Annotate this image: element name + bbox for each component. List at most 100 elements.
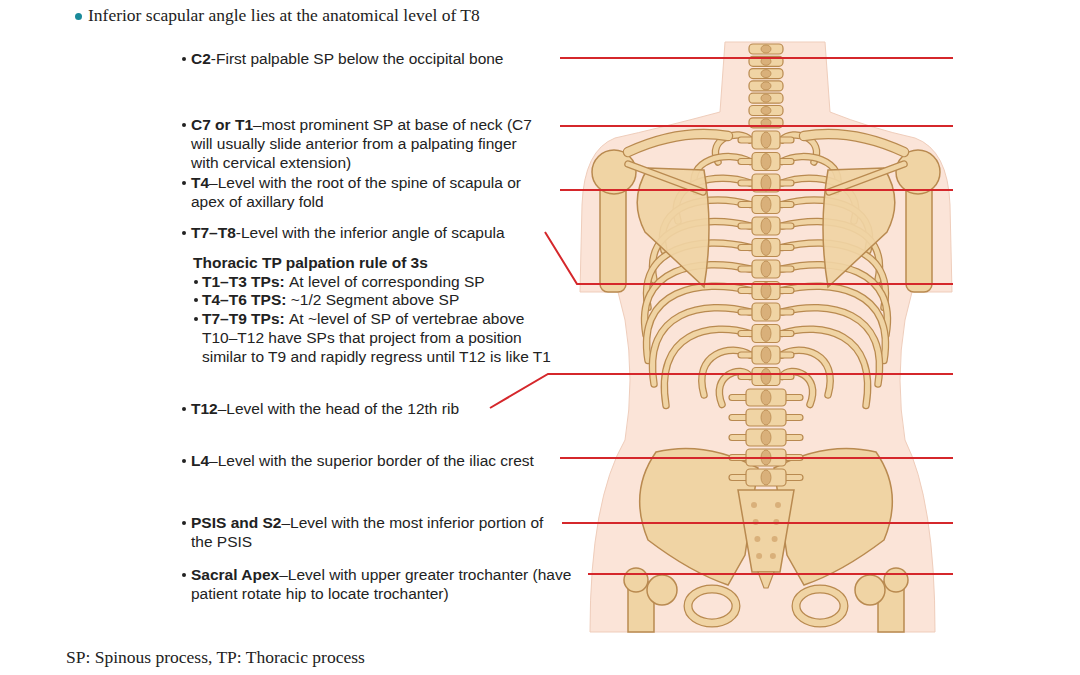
vertebra <box>752 368 780 386</box>
greater-trochanter <box>884 568 908 592</box>
term-label: T12 <box>191 400 218 417</box>
obturator-ring <box>796 589 844 623</box>
clavicle <box>804 134 904 152</box>
bullet-dot <box>182 231 187 236</box>
spinous-process <box>761 82 771 90</box>
body-silhouette <box>580 42 952 632</box>
leader-line <box>588 573 953 575</box>
spinous-process <box>761 132 771 148</box>
ilium <box>774 448 892 585</box>
vertebra <box>749 93 783 103</box>
spinous-process <box>761 175 771 191</box>
sacral-foramen <box>754 536 760 542</box>
description-text: At level of corresponding SP <box>289 273 485 290</box>
leader-line <box>560 125 953 127</box>
term-label: PSIS and S2 <box>191 514 281 531</box>
femur-head <box>647 575 677 605</box>
leader-line <box>560 189 953 191</box>
sacral-foramen <box>756 553 762 559</box>
caption-line: SP: Spinous process, TP: Thoracic proces… <box>66 646 966 668</box>
label-block: Thoracic TP palpation rule of 3s <box>193 253 553 272</box>
scapula <box>637 168 709 287</box>
vertebra <box>752 325 780 343</box>
spinous-process <box>761 107 771 115</box>
spinous-process <box>761 304 771 320</box>
leader-line <box>545 232 953 284</box>
label-block: T4–Level with the root of the spine of s… <box>191 173 536 211</box>
clavicle <box>804 134 904 152</box>
scapular-spine <box>628 164 703 192</box>
sacral-foramen <box>775 502 781 508</box>
spinous-process <box>761 94 771 102</box>
label-block: T7–T8-Level with the inferior angle of s… <box>191 223 551 242</box>
spinous-process <box>761 326 771 342</box>
heading-text: Inferior scapular angle lies at the anat… <box>88 5 480 25</box>
term-label: T7–T8 <box>191 224 236 241</box>
leader-lines <box>490 58 953 574</box>
femur-head <box>855 575 885 605</box>
vertebra <box>752 346 780 364</box>
description-text: –Level with the head of the 12th rib <box>218 400 459 417</box>
left-half <box>592 134 758 632</box>
spinous-process <box>761 197 771 213</box>
vertebra <box>746 429 786 446</box>
scapular-spine <box>829 164 904 192</box>
spinous-process <box>761 410 771 425</box>
leader-line <box>560 457 953 459</box>
vertebra <box>752 303 780 321</box>
vertebra <box>746 389 786 406</box>
spinous-process <box>761 218 771 234</box>
right-half <box>774 134 940 632</box>
leader-line <box>562 522 953 524</box>
label-block: C2-First palpable SP below the occipital… <box>191 49 551 68</box>
vertebra <box>752 239 780 257</box>
bullet-dot <box>182 123 187 128</box>
ilium <box>640 448 758 585</box>
spinous-process <box>761 45 771 53</box>
label-block: T10–T12 have SPs that project from a pos… <box>202 328 554 366</box>
description-text: -Level with the inferior angle of scapul… <box>236 224 505 241</box>
spinous-process <box>761 70 771 78</box>
term-label: C7 or T1 <box>191 116 253 133</box>
label-block: L4–Level with the superior border of the… <box>191 451 536 470</box>
sacral-foramen <box>770 553 776 559</box>
label-block: T1–T3 TPs:At level of corresponding SP <box>202 272 554 291</box>
scapular-spine <box>829 164 904 192</box>
scapula <box>823 168 895 287</box>
leader-line <box>560 57 953 59</box>
bullet-dot <box>182 181 187 186</box>
vertebra <box>752 153 780 171</box>
vertebra <box>749 44 783 54</box>
obturator-ring <box>796 589 844 623</box>
heading-line: Inferior scapular angle lies at the anat… <box>88 4 988 26</box>
vertebra <box>752 196 780 214</box>
description-text: -First palpable SP below the occipital b… <box>211 50 504 67</box>
vertebra <box>752 260 780 278</box>
label-block: Sacral Apex–Level with upper greater tro… <box>191 565 589 603</box>
spinous-process <box>761 430 771 445</box>
description-text: At ~level of SP of vertebrae above <box>289 310 524 327</box>
bullet-dot <box>182 57 187 62</box>
obturator-ring <box>688 589 736 623</box>
description-text: ~1/2 Segment above SP <box>291 291 459 308</box>
vertebra <box>746 409 786 426</box>
vertebra <box>746 469 786 486</box>
sacrum <box>738 490 794 572</box>
spinous-process <box>761 240 771 256</box>
clavicle <box>628 134 728 152</box>
label-block: PSIS and S2–Level with the most inferior… <box>191 513 559 551</box>
clavicle <box>628 134 728 152</box>
term-label: T4 <box>191 174 209 191</box>
term-label: Sacral Apex <box>191 566 279 583</box>
term-label: T7–T9 TPs: <box>202 310 285 327</box>
term-label: L4 <box>191 452 209 469</box>
label-block: T7–T9 TPs:At ~level of SP of vertebrae a… <box>202 309 554 328</box>
vertebra <box>752 131 780 149</box>
spinous-process <box>761 347 771 363</box>
bullet-dot <box>194 317 199 322</box>
sacral-foramen <box>772 536 778 542</box>
scapular-spine <box>628 164 703 192</box>
spinous-process <box>761 369 771 385</box>
label-block: T12–Level with the head of the 12th rib <box>191 399 551 418</box>
